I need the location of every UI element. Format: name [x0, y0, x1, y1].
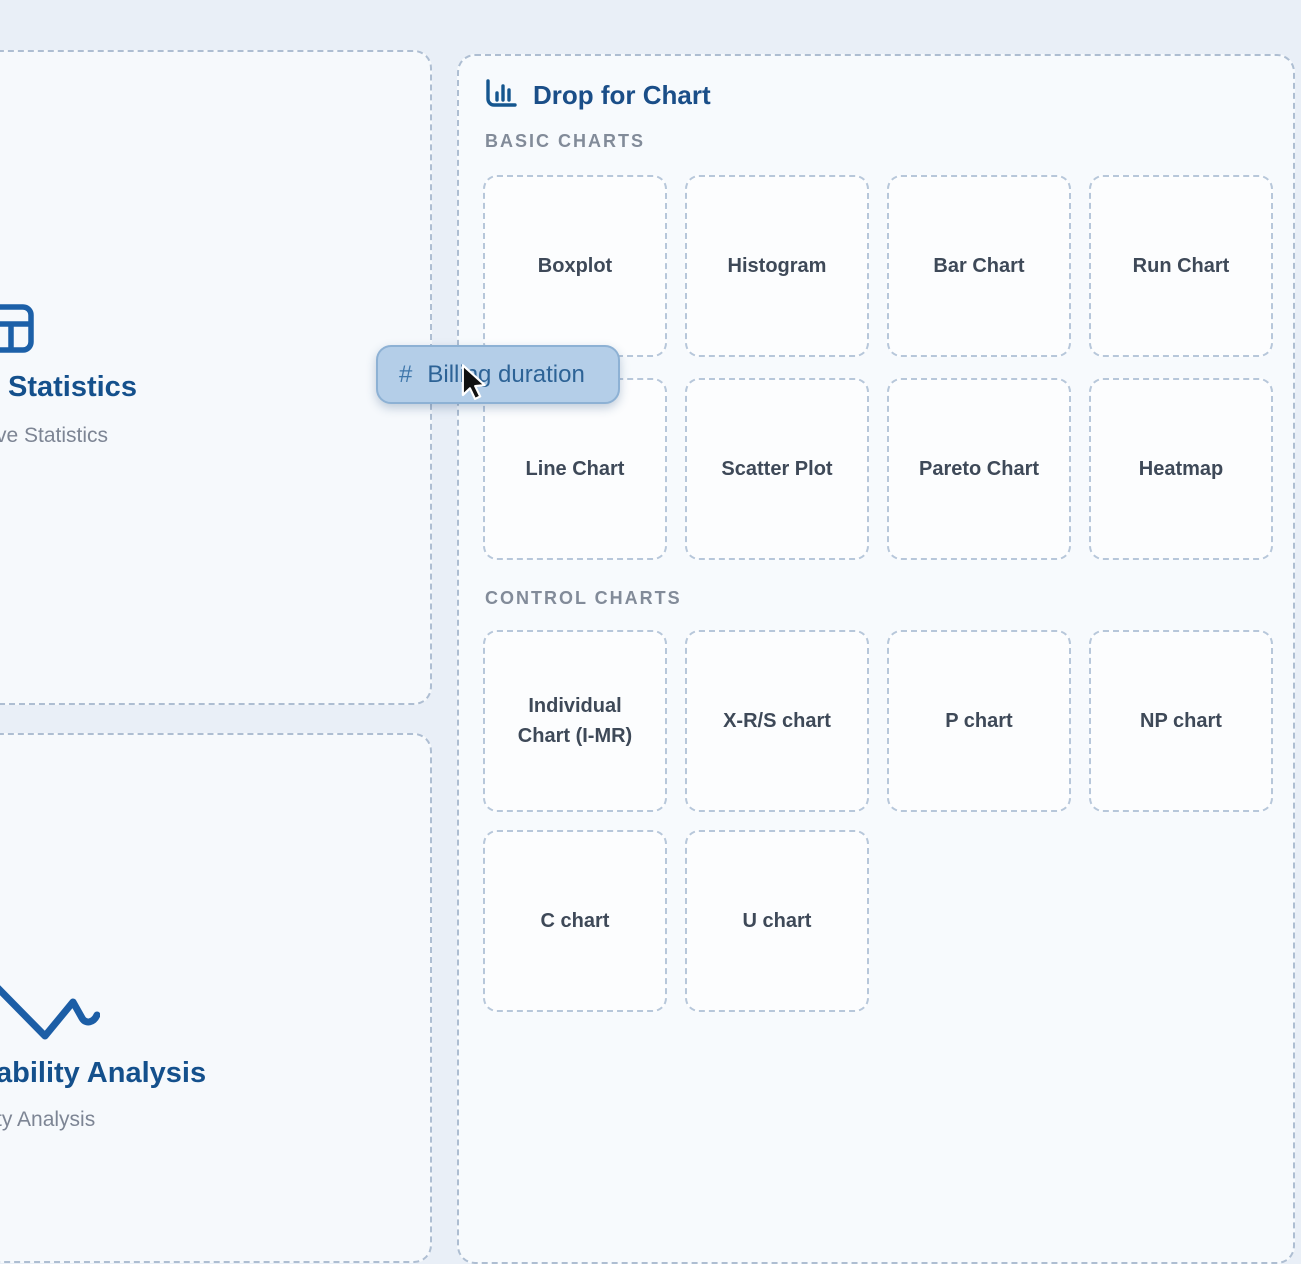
chart-tile-run-chart[interactable]: Run Chart	[1089, 175, 1273, 357]
chart-tile-bar-chart[interactable]: Bar Chart	[887, 175, 1071, 357]
chart-tile-p-chart[interactable]: P chart	[887, 630, 1071, 812]
chart-tile-scatter-plot[interactable]: Scatter Plot	[685, 378, 869, 560]
statistics-tool-panel[interactable]	[0, 50, 432, 705]
table-icon	[0, 304, 34, 358]
statistics-panel-title: Statistics	[8, 371, 137, 403]
capability-panel-subtitle: ty Analysis	[0, 1108, 96, 1131]
activity-icon	[0, 984, 101, 1049]
drop-panel-title: Drop for Chart	[533, 80, 711, 110]
chart-tile-pareto-chart[interactable]: Pareto Chart	[887, 378, 1071, 560]
capability-panel-title: ability Analysis	[0, 1057, 207, 1089]
workspace: { "left_column": { "panels": [ { "icon":…	[0, 50, 1295, 1264]
chart-tile-boxplot[interactable]: Boxplot	[483, 175, 667, 357]
section-label-control-charts: CONTROL CHARTS	[485, 588, 682, 608]
chart-tile-c-chart[interactable]: C chart	[483, 830, 667, 1012]
numeric-variable-hash-icon: #	[399, 360, 413, 388]
capability-tool-panel[interactable]	[0, 733, 432, 1263]
chart-tile-individual-chart-imr[interactable]: Individual Chart (I-MR)	[483, 630, 667, 812]
mouse-cursor-icon	[456, 364, 490, 407]
chart-tile-line-chart[interactable]: Line Chart	[483, 378, 667, 560]
chart-tile-histogram[interactable]: Histogram	[685, 175, 869, 357]
dragged-variable-chip[interactable]: # Billing duration	[376, 345, 620, 404]
chart-tile-np-chart[interactable]: NP chart	[1089, 630, 1273, 812]
bar-chart-icon	[484, 78, 518, 115]
dragged-variable-label: Billing duration	[427, 360, 585, 388]
chart-tile-u-chart[interactable]: U chart	[685, 830, 869, 1012]
section-label-basic-charts: BASIC CHARTS	[485, 131, 646, 151]
chart-tile-xrs-chart[interactable]: X-R/S chart	[685, 630, 869, 812]
statistics-panel-subtitle: ve Statistics	[0, 424, 109, 447]
chart-tile-heatmap[interactable]: Heatmap	[1089, 378, 1273, 560]
